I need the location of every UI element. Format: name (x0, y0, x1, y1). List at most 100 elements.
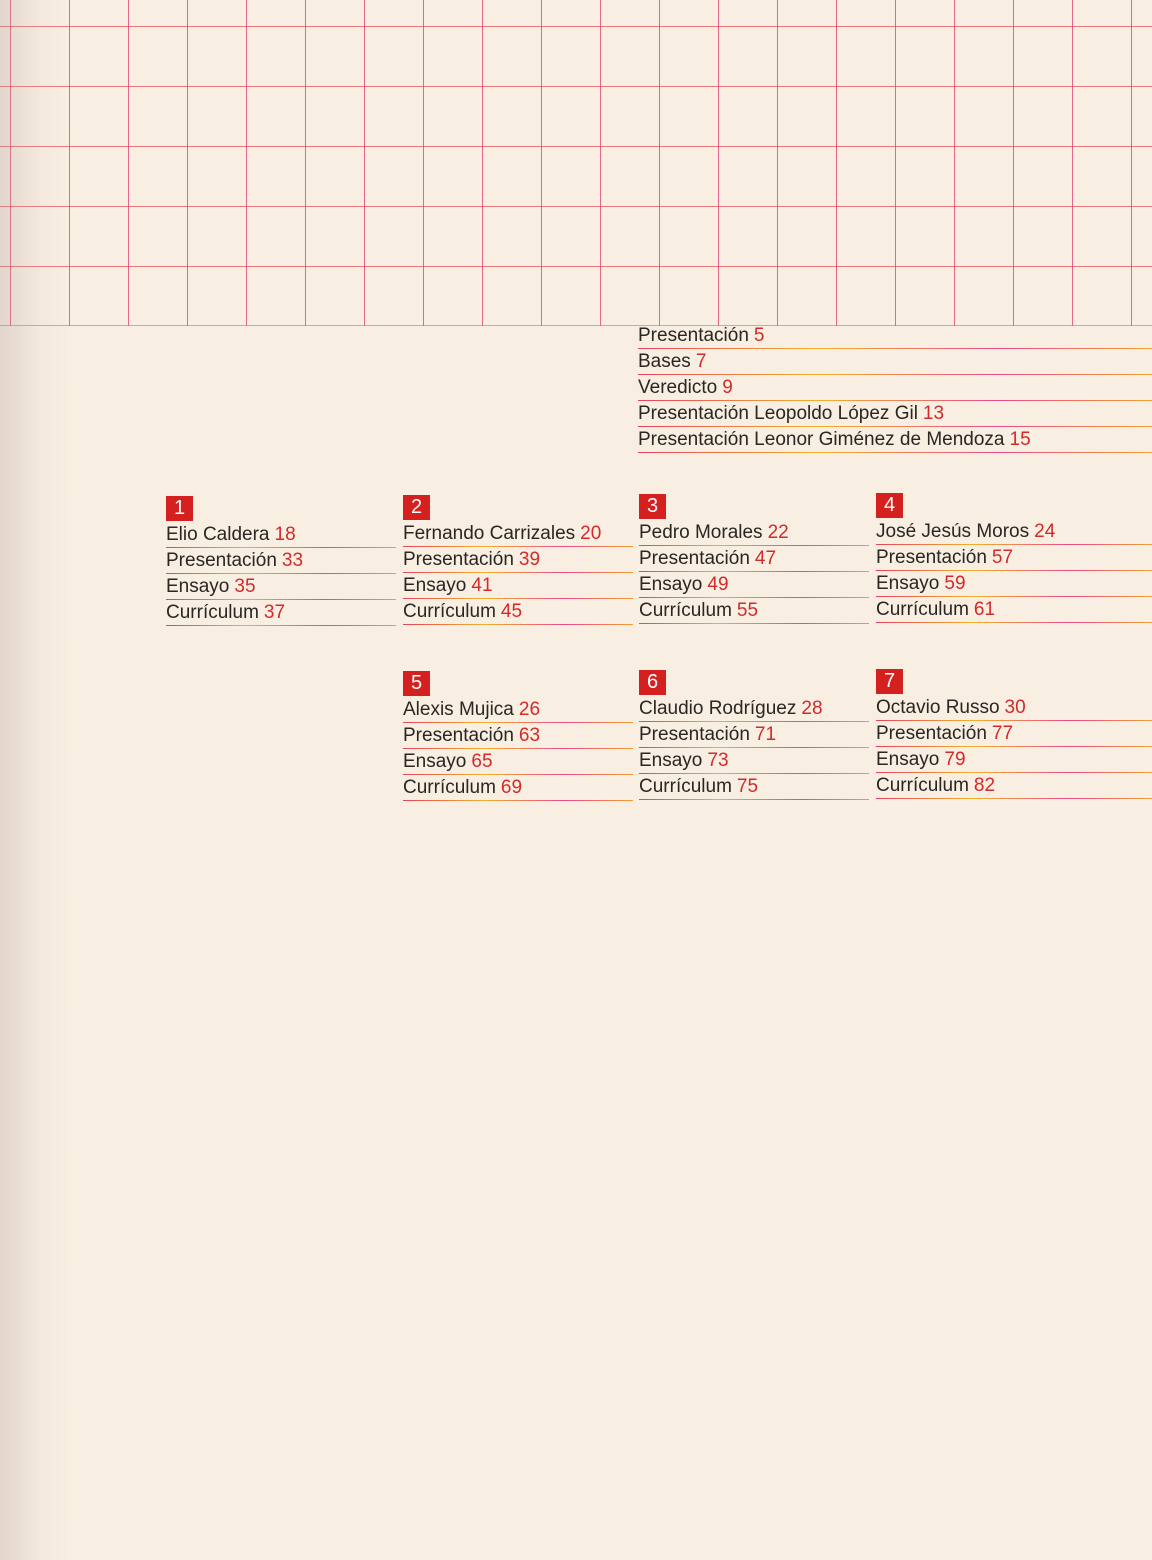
toc-label: Currículum (403, 777, 496, 798)
section-number-badge: 5 (403, 671, 430, 696)
toc-page-number: 63 (518, 725, 541, 746)
toc-page-number: 7 (695, 351, 707, 372)
toc-label: Ensayo (876, 573, 940, 594)
toc-label: Currículum (639, 776, 732, 797)
section-number-badge: 4 (876, 493, 903, 518)
toc-label: Bases (638, 351, 691, 372)
toc-label: Presentación (403, 725, 514, 746)
toc-label: Presentación (403, 549, 514, 570)
toc-page-number: 45 (500, 601, 523, 622)
grid-pattern (0, 0, 1152, 326)
toc-label: Presentación (166, 550, 277, 571)
toc-page-number: 18 (274, 524, 296, 545)
toc-page-number: 22 (767, 522, 789, 543)
toc-label: Ensayo (403, 575, 467, 596)
toc-label: Elio Caldera (166, 524, 270, 545)
toc-label: José Jesús Moros (876, 521, 1030, 542)
section-number-badge: 7 (876, 669, 903, 694)
toc-label: Ensayo (639, 574, 703, 595)
toc-page-number: 20 (580, 523, 602, 544)
toc-page-number: 9 (722, 377, 733, 398)
toc-page-number: 49 (707, 574, 729, 595)
toc-label: Currículum (639, 600, 732, 621)
toc-label: Currículum (403, 601, 496, 622)
toc-page-number: 39 (518, 549, 541, 570)
toc-page-number: 55 (736, 600, 759, 621)
toc-page-number: 13 (922, 403, 945, 424)
toc-page-number: 59 (944, 573, 966, 594)
section-number-badge: 2 (403, 495, 430, 520)
toc-page-number: 69 (500, 777, 523, 798)
toc-page-number: 15 (1009, 429, 1031, 450)
toc-page-number: 65 (471, 751, 493, 772)
section-number-badge: 6 (639, 670, 666, 695)
toc-label: Presentación (876, 723, 987, 744)
grid-bottom-line (0, 325, 1152, 326)
toc-page-number: 30 (1004, 697, 1026, 718)
toc-label: Presentación Leonor Giménez de Mendoza (638, 429, 1005, 450)
toc-label: Presentación (876, 547, 987, 568)
toc-page-number: 35 (234, 576, 256, 597)
toc-label: Presentación (638, 325, 749, 346)
toc-page-number: 71 (754, 724, 777, 745)
section-number-badge: 3 (639, 494, 666, 519)
toc-label: Ensayo (166, 576, 230, 597)
toc-label: Ensayo (403, 751, 467, 772)
toc-page-number: 26 (518, 699, 541, 720)
toc-page-number: 82 (973, 775, 996, 796)
toc-label: Ensayo (876, 749, 940, 770)
toc-label: Octavio Russo (876, 697, 1000, 718)
toc-label: Currículum (166, 602, 259, 623)
toc-page-number: 37 (263, 602, 286, 623)
toc-page-number: 28 (801, 698, 823, 719)
toc-page-number: 57 (991, 547, 1014, 568)
section-number-badge: 1 (166, 496, 193, 521)
toc-label: Claudio Rodríguez (639, 698, 797, 719)
toc-label: Ensayo (639, 750, 703, 771)
toc-page-number: 75 (736, 776, 759, 797)
toc-page-number: 79 (944, 749, 966, 770)
